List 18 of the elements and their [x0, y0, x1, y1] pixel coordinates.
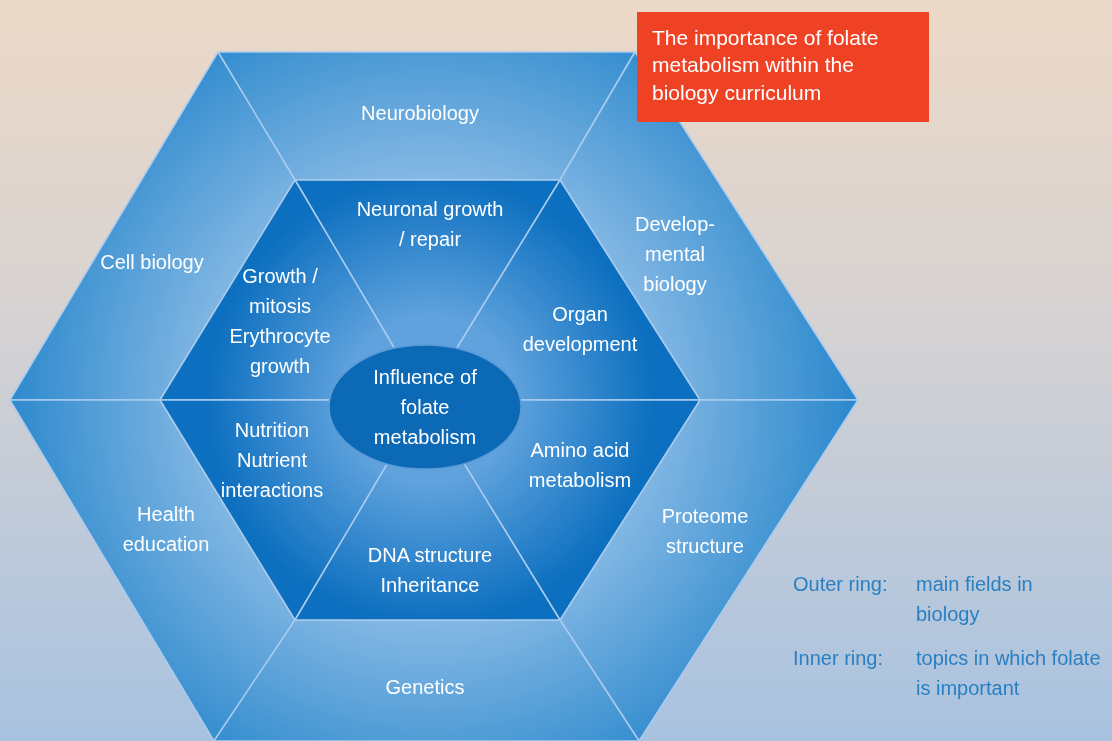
- title-box: The importance of folate metabolism within the biology curriculum: [637, 12, 929, 122]
- segment-label: Erythrocyte growth: [228, 324, 332, 379]
- segment-label: Nutrition: [234, 418, 310, 443]
- segment-label: Neurobiology: [320, 98, 520, 128]
- segment-label: Inheritance: [380, 573, 480, 598]
- segment-label: Proteome structure: [640, 501, 770, 561]
- segment-label: Organ development: [505, 299, 655, 359]
- segment-label: Growth / mitosis: [241, 264, 319, 319]
- legend-note: topics in which folate is important: [916, 646, 1102, 701]
- legend-note: Outer ring:: [793, 572, 888, 597]
- segment-label: Genetics: [325, 672, 525, 702]
- legend-note: Inner ring:: [793, 646, 884, 671]
- segment-label: Cell biology: [97, 247, 207, 277]
- segment-label: Amino acid metabolism: [510, 435, 650, 495]
- segment-label: Develop- mental biology: [625, 209, 725, 299]
- legend-note: main fields in biology: [916, 572, 1034, 627]
- segment-label: DNA structure: [367, 543, 493, 568]
- segment-label: Neuronal growth / repair: [355, 194, 505, 254]
